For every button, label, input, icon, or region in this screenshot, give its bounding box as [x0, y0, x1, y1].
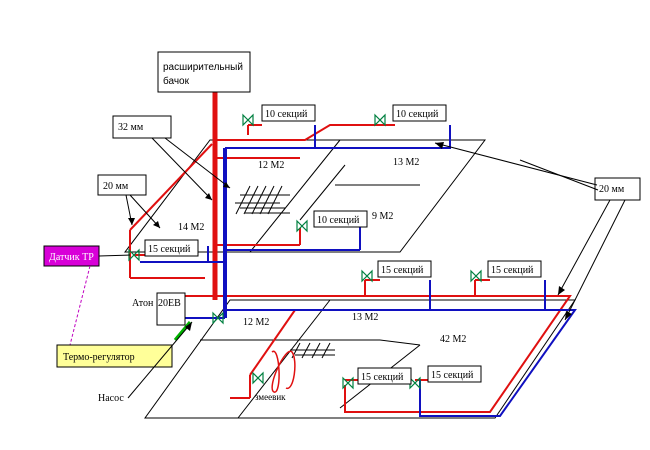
upper-room-divider: [249, 139, 341, 253]
return-upper-loop: [225, 125, 451, 149]
valves: [128, 113, 482, 390]
radiator-r2: 10 секций: [392, 104, 447, 122]
radiator-r3: 10 секций: [313, 210, 368, 228]
pump: Насос: [98, 321, 193, 404]
valve-icon: [374, 113, 386, 127]
upper-floor-outline: [123, 139, 487, 253]
radiator-r6: 15 секций: [487, 260, 542, 278]
valve-icon: [212, 311, 224, 325]
area-lower-left: 12 М2: [243, 317, 269, 328]
thermostat-label-box: Термо-регулятор: [56, 344, 173, 368]
return-lower-loop: [225, 309, 577, 417]
upper-room-divider-3: [299, 164, 346, 221]
radiator-label: 15 секций: [491, 265, 534, 276]
return-pipes: [140, 125, 577, 417]
coil-label: змеевик: [255, 392, 286, 402]
valve-icon: [470, 269, 482, 283]
valve-icon: [252, 371, 264, 385]
callout-32mm: 32 мм: [112, 115, 231, 201]
area-upper-left: 14 М2: [178, 222, 204, 233]
coil: [271, 350, 296, 393]
tank-label-line1: расширительный: [163, 62, 243, 73]
supply-upper-loop: [215, 124, 395, 141]
pump-label: Насос: [98, 393, 124, 404]
valve-icon: [342, 376, 354, 390]
boiler-prefix-label: Атон: [132, 298, 154, 309]
radiator-label: 15 секций: [361, 372, 404, 383]
boiler-model-label: 20ЕВ: [158, 298, 181, 309]
valve-icon: [296, 219, 308, 233]
area-lower-right: 42 М2: [440, 334, 466, 345]
radiator-label: 10 секций: [317, 215, 360, 226]
area-labels: 12 М2 13 М2 14 М2 9 М2 12 М2 13 М2 42 М2: [178, 157, 466, 345]
area-upper-right: 13 М2: [393, 157, 419, 168]
radiator-r8: 15 секций: [427, 365, 482, 383]
boiler: Атон 20ЕВ: [132, 292, 186, 326]
valve-icon: [128, 248, 140, 262]
valve-icon: [409, 376, 421, 390]
tank-label-line2: бачок: [163, 75, 190, 87]
radiator-label: 10 секций: [396, 109, 439, 120]
supply-lower-loop: [215, 295, 572, 413]
radiator-r5: 15 секций: [377, 260, 432, 278]
sensor-label-box: Датчик ТР: [43, 245, 131, 267]
thermostat-label: Термо-регулятор: [63, 352, 135, 363]
callout-20mm-left: 20 мм: [97, 174, 161, 229]
area-upper-small: 9 М2: [372, 211, 393, 222]
lower-room-divider-3: [379, 339, 421, 346]
stair-hatch-lower: [290, 342, 335, 359]
callout-20mm-right: 20 мм: [434, 142, 641, 321]
area-upper-mid: 12 М2: [258, 160, 284, 171]
callout-20mm-left-label: 20 мм: [103, 181, 129, 192]
expansion-tank: расширительный бачок: [157, 51, 251, 93]
lower-room-divider: [237, 299, 331, 419]
sensor-label: Датчик ТР: [49, 252, 94, 263]
radiator-label: 10 секций: [265, 109, 308, 120]
valve-icon: [242, 113, 254, 127]
lower-floor-outline: [144, 299, 576, 419]
sensor-wire: [69, 265, 91, 346]
radiator-r1: 10 секций: [261, 104, 316, 122]
floor-outlines: [123, 139, 576, 419]
area-lower-mid: 13 М2: [352, 312, 378, 323]
supply-pipes: [129, 92, 572, 413]
valve-icon: [361, 269, 373, 283]
stair-hatch-upper: [235, 185, 290, 215]
radiator-label: 15 секций: [381, 265, 424, 276]
radiator-r4: 15 секций: [144, 239, 199, 257]
radiator-r7: 15 секций: [357, 367, 412, 385]
radiator-label: 15 секций: [431, 370, 474, 381]
callout-20mm-right-label: 20 мм: [599, 184, 625, 195]
radiator-label: 15 секций: [148, 244, 191, 255]
callout-32mm-label: 32 мм: [118, 122, 144, 133]
pump-link: [173, 321, 192, 341]
